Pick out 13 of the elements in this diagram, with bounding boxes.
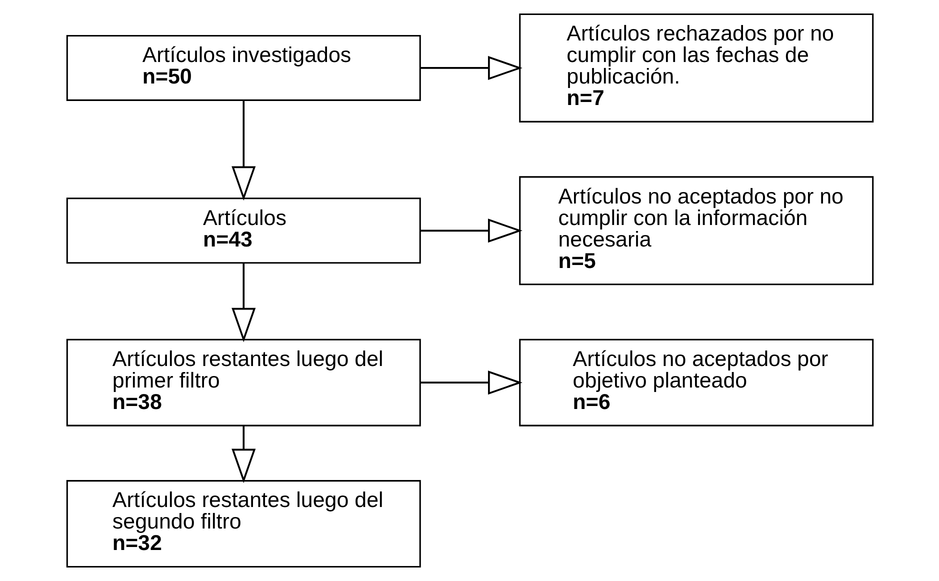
arrow [420, 218, 522, 243]
arrow [231, 426, 256, 484]
node-box: Artículos restantes luego del segundo filtro n=32 [66, 480, 420, 568]
node-box: Artículos no aceptados por no cumplir con la información necesaria n=5 [518, 176, 874, 286]
arrow [231, 100, 256, 201]
node-box: Artículos investigados n=50 [66, 34, 420, 101]
node-box: Artículos restantes luego del primer filtro n=38 [66, 338, 420, 426]
arrow [420, 56, 522, 80]
arrow [420, 370, 522, 395]
node-box: Artículos n=43 [66, 198, 420, 264]
arrow [231, 263, 256, 342]
node-box: Artículos rechazados por no cumplir con las fechas de publicación. n=7 [518, 13, 874, 122]
node-box: Artículos no aceptados por objetivo planteado n=6 [518, 338, 874, 426]
